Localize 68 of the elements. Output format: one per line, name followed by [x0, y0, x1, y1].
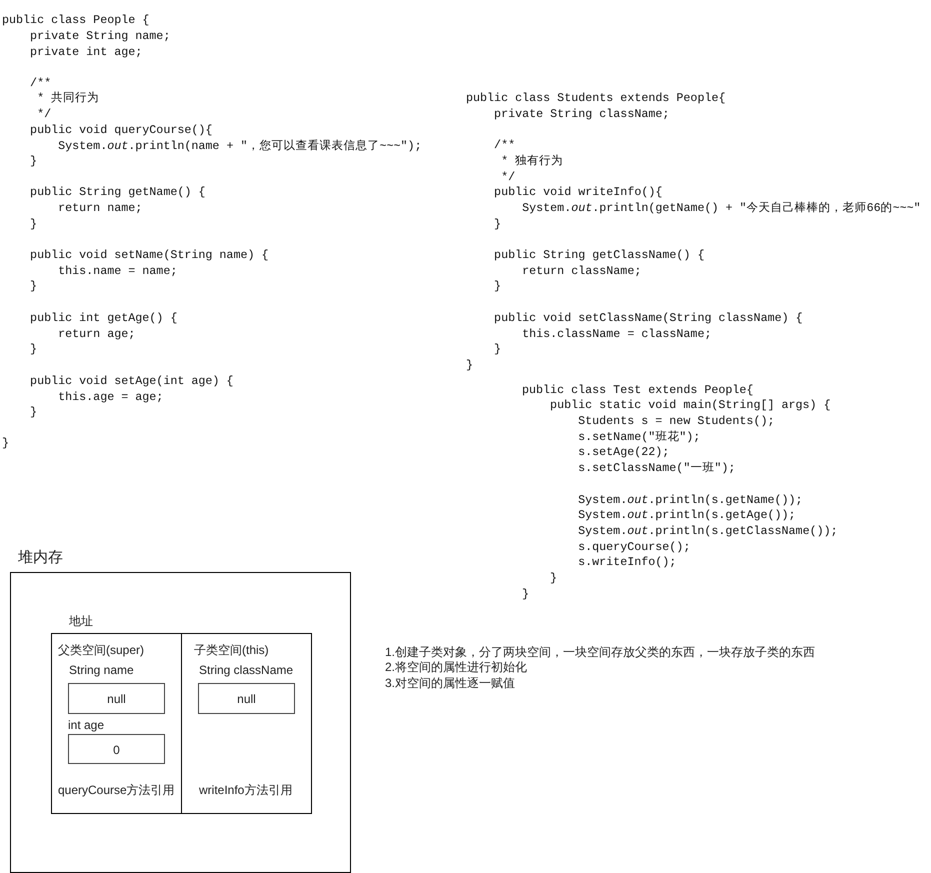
value-text: null	[107, 692, 126, 706]
code-line: }	[29, 217, 38, 231]
code-line: s.queryCourse();	[577, 540, 690, 554]
code-line: }	[29, 279, 38, 293]
code-line: public void setAge(int age) {	[29, 374, 234, 388]
code-line: private String className;	[493, 107, 670, 121]
code-line: public class People {	[2, 13, 150, 27]
code-line: public static void main(String[] args) {	[549, 398, 831, 412]
code-line: /**	[29, 76, 52, 90]
code-line: Students s = new Students();	[577, 414, 774, 428]
code-line: public void setName(String name) {	[29, 248, 269, 262]
method-reference-label: writeInfo方法引用	[199, 783, 292, 797]
code-line: System.out.println(s.getClassName());	[577, 524, 838, 538]
value-text: null	[237, 692, 256, 706]
code-line: public void writeInfo(){	[493, 185, 662, 199]
code-line: }	[29, 342, 38, 356]
method-reference-label: queryCourse方法引用	[58, 783, 175, 797]
code-line: public void setClassName(String className) {	[493, 311, 803, 325]
code-line: private String name;	[29, 29, 170, 43]
code-line: }	[29, 405, 38, 419]
code-line: this.age = age;	[57, 390, 164, 404]
field-label: String className	[199, 663, 294, 677]
section-heading: 子类空间(this)	[194, 643, 269, 657]
heap-title: 堆内存	[18, 551, 63, 565]
code-line: public int getAge() {	[29, 311, 178, 325]
field-label: int age	[68, 718, 104, 732]
code-line: }	[466, 358, 474, 372]
code-line: s.writeInfo();	[577, 555, 676, 569]
code-line: public class Test extends People{	[522, 383, 754, 397]
code-line: this.name = name;	[57, 264, 178, 278]
code-line: this.className = className;	[521, 327, 712, 341]
code-line: public void queryCourse(){	[29, 123, 212, 137]
code-line: * 独有行为	[500, 154, 564, 168]
code-line: s.setName("班花");	[577, 430, 700, 444]
field-label: String name	[69, 663, 134, 677]
code-line: /**	[493, 138, 516, 152]
note-text: 1.创建子类对象，分了两块空间，一块空间存放父类的东西，一块存放子类的东西	[385, 645, 816, 660]
code-line: */	[500, 170, 516, 184]
code-line: * 共同行为	[36, 91, 100, 105]
code-line: return name;	[57, 201, 142, 215]
note-text: 2.将空间的属性进行初始化	[385, 660, 528, 675]
code-line: System.out.println(s.getAge());	[577, 508, 796, 522]
code-line: }	[493, 279, 502, 293]
code-line: System.out.println(name + "，您可以查看课表信息了~~~");	[57, 139, 422, 153]
code-line: s.setAge(22);	[577, 445, 670, 459]
code-line: return age;	[57, 327, 136, 341]
code-line: }	[522, 587, 530, 601]
value-text: 0	[113, 743, 120, 757]
value-box	[68, 683, 165, 714]
code-line: return className;	[521, 264, 642, 278]
code-line: }	[549, 571, 558, 585]
note-text: 3.对空间的属性逐一赋值	[385, 676, 516, 691]
code-line: System.out.println(s.getName());	[577, 493, 803, 507]
code-line: public class Students extends People{	[466, 91, 726, 105]
code-line: }	[2, 436, 10, 450]
code-line: public String getClassName() {	[493, 248, 704, 262]
code-line: public String getName() {	[29, 185, 206, 199]
code-line: private int age;	[29, 45, 142, 59]
code-line: s.setClassName("一班");	[577, 461, 736, 475]
code-line: }	[493, 342, 502, 356]
value-box	[198, 683, 295, 714]
address-label: 地址	[69, 614, 93, 628]
code-line: }	[29, 154, 38, 168]
code-line: */	[36, 107, 52, 121]
value-box	[68, 734, 165, 764]
section-heading: 父类空间(super)	[58, 643, 144, 657]
code-line: }	[493, 217, 502, 231]
code-line: System.out.println(getName() + "今天自己棒棒的，老师66的~~~"	[521, 201, 921, 215]
